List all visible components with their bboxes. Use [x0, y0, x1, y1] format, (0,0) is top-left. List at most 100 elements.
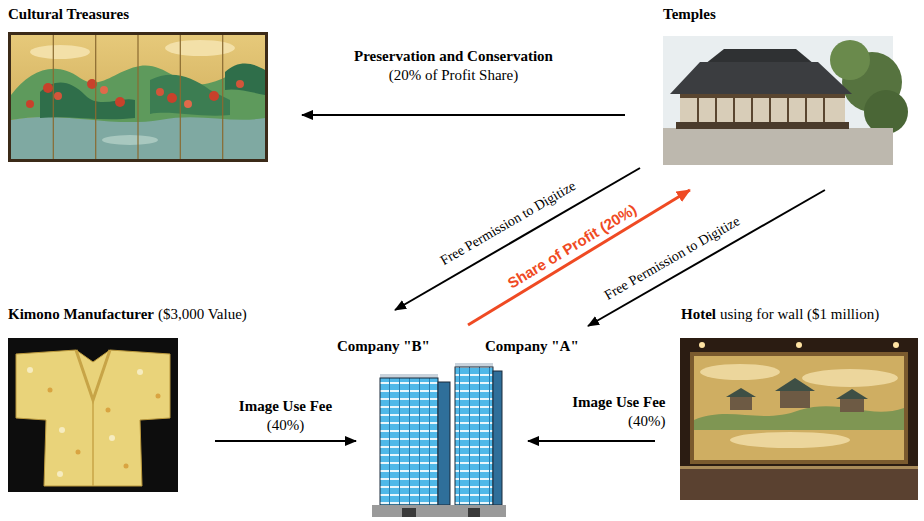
office-building-illustration — [493, 371, 502, 505]
temple-photo-illustration — [676, 122, 849, 129]
folding-screen-illustration — [115, 97, 125, 107]
hotel-wall-illustration — [893, 342, 899, 348]
edge-label: Free Permission to Digitize — [601, 213, 743, 304]
office-building-illustration — [372, 505, 506, 517]
folding-screen-illustration — [167, 93, 177, 103]
heading-text: using for wall ($1 million) — [720, 306, 879, 322]
heading-text: Cultural Treasures — [8, 6, 129, 22]
folding-screen-illustration — [222, 35, 223, 159]
hotel-wall-illustration — [726, 388, 756, 397]
node-heading: Hotelusing for wall ($1 million) — [681, 305, 879, 323]
temple-photo-illustration — [864, 90, 908, 134]
connector-group — [215, 115, 825, 441]
kimono-illustration — [92, 400, 94, 486]
folding-screen-illustration — [26, 100, 34, 108]
node-heading: Kimono Manufacturer($3,000 Value) — [8, 305, 247, 323]
folding-screen-illustration — [165, 40, 235, 56]
kimono-illustration — [27, 367, 33, 373]
kimono-illustration — [109, 435, 115, 441]
heading-text: Kimono Manufacturer — [8, 306, 154, 322]
folding-screen-illustration — [137, 35, 138, 159]
folding-screen-illustration — [11, 35, 265, 159]
image-node: Kimono Manufacturer($3,000 Value) — [8, 338, 178, 492]
office-building-illustration — [468, 508, 480, 517]
folding-screen-illustration — [156, 88, 164, 96]
node-heading: Cultural Treasures — [8, 5, 129, 23]
hotel-wall-illustration — [840, 398, 864, 412]
hotel-wall-illustration — [775, 378, 815, 391]
office-building-illustration — [455, 367, 493, 505]
hotel-wall-illustration — [730, 432, 850, 448]
hotel-wall-illustration — [796, 342, 802, 348]
temple-photo-illustration — [705, 49, 814, 64]
flow-arrow — [302, 114, 625, 116]
hotel-wall-illustration — [680, 466, 918, 469]
image-node: Temples — [663, 36, 893, 165]
kimono-illustration — [8, 338, 178, 492]
hotel-wall-illustration — [694, 356, 904, 460]
hotel-wall-illustration — [680, 338, 918, 500]
folding-screen-illustration — [8, 32, 268, 162]
kimono-illustration — [156, 394, 161, 399]
folding-screen-illustration — [180, 35, 181, 159]
heading-text: Temples — [663, 6, 716, 22]
edge-label: Image Use Fee (40%) — [554, 393, 666, 431]
temple-photo-illustration — [680, 94, 845, 98]
image-node: Cultural Treasures — [8, 32, 268, 162]
hotel-wall-illustration — [700, 364, 780, 380]
temple-photo-illustration — [670, 62, 852, 94]
hotel-wall-illustration — [699, 342, 705, 348]
office-building-illustration — [380, 378, 438, 505]
flow-arrow — [215, 440, 356, 442]
hotel-wall-illustration — [836, 389, 868, 399]
folding-screen-illustration — [225, 64, 265, 96]
temple-photo-illustration — [663, 128, 893, 165]
kimono-illustration — [59, 427, 65, 433]
hotel-wall-illustration — [780, 390, 810, 408]
folding-screen-illustration — [40, 83, 135, 120]
heading-text: ($3,000 Value) — [158, 306, 247, 322]
hotel-wall-illustration — [690, 352, 908, 464]
hotel-wall-illustration — [730, 396, 752, 410]
hotel-wall-illustration — [680, 338, 918, 500]
edge-label: Image Use Fee (40%) — [223, 397, 348, 435]
folding-screen-illustration — [102, 135, 158, 145]
flow-arrow — [528, 440, 655, 442]
kimono-illustration — [106, 408, 111, 413]
hotel-wall-illustration — [802, 369, 898, 387]
folding-screen-illustration — [100, 86, 108, 94]
image-node: Company "B" — [378, 375, 452, 518]
kimono-illustration — [137, 369, 143, 375]
office-building-illustration — [438, 382, 450, 505]
folding-screen-illustration — [184, 100, 192, 108]
heading-text: Company "B" — [337, 338, 430, 354]
folding-screen-illustration — [150, 75, 230, 116]
node-heading: Temples — [663, 5, 716, 23]
kimono-illustration — [16, 350, 170, 486]
folding-screen-illustration — [236, 80, 244, 88]
folding-screen-illustration — [8, 32, 268, 162]
folding-screen-illustration — [53, 35, 54, 159]
folding-screen-illustration — [43, 83, 53, 93]
hotel-wall-illustration — [680, 469, 918, 500]
kimono-illustration — [57, 471, 63, 477]
kimono-illustration — [124, 464, 129, 469]
folding-screen-illustration — [30, 45, 90, 59]
kimono-illustration — [8, 338, 178, 492]
office-building-illustration — [402, 508, 416, 517]
office-building-illustration — [372, 363, 506, 517]
heading-text: Company "A" — [485, 338, 579, 354]
kimono-illustration — [76, 350, 110, 400]
heading-text: Hotel — [681, 306, 716, 322]
temple-photo-illustration — [830, 40, 870, 80]
kimono-illustration — [48, 388, 53, 393]
edge-label: Preservation and Conservation (20% of Pr… — [344, 47, 564, 85]
hotel-wall-illustration — [694, 406, 904, 430]
folding-screen-illustration — [95, 35, 96, 159]
node-heading: Company "B" — [337, 337, 430, 355]
temple-photo-illustration — [663, 36, 908, 165]
node-heading: Company "A" — [485, 337, 579, 355]
image-node: Company "A" — [452, 365, 502, 518]
folding-screen-illustration — [209, 91, 219, 101]
